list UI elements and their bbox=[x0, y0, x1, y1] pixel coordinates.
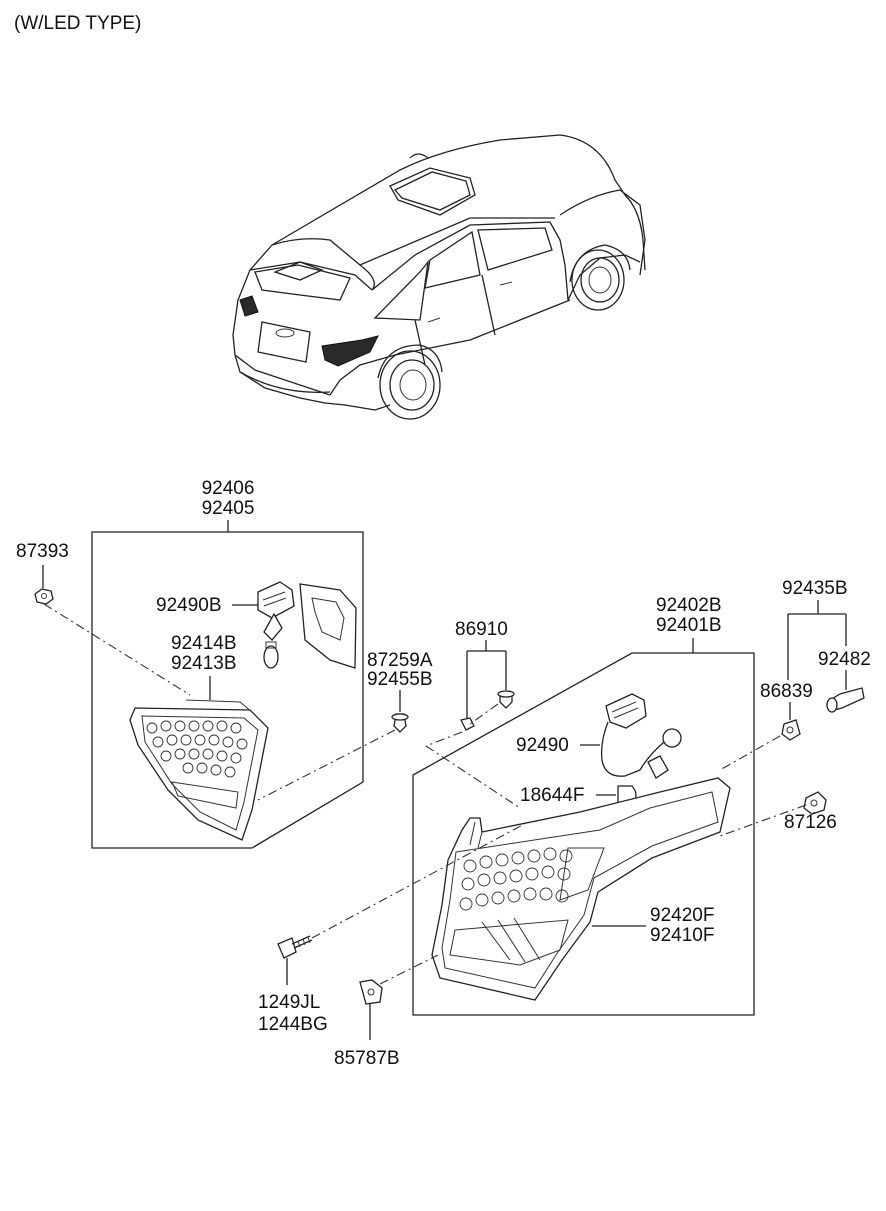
part-label-92420F: 92420F bbox=[650, 905, 715, 926]
right-assembly bbox=[277, 600, 865, 1040]
part-label-87393: 87393 bbox=[16, 541, 69, 562]
vehicle-illustration bbox=[232, 134, 646, 420]
part-label-18644F: 18644F bbox=[520, 785, 585, 806]
part-label-1249JL: 1249JL bbox=[258, 992, 321, 1013]
part-label-1244BG: 1244BG bbox=[258, 1014, 328, 1035]
part-label-85787B: 85787B bbox=[334, 1048, 400, 1069]
part-label-87126: 87126 bbox=[784, 812, 837, 833]
part-label-92413B: 92413B bbox=[171, 653, 237, 674]
part-label-92405: 92405 bbox=[201, 498, 255, 519]
part-label-92482: 92482 bbox=[818, 649, 871, 670]
part-label-86839: 86839 bbox=[760, 681, 813, 702]
part-label-92402B: 92402B bbox=[656, 595, 722, 616]
part-label-92401B: 92401B bbox=[656, 615, 722, 636]
part-label-92490B: 92490B bbox=[156, 595, 222, 616]
part-label-86910: 86910 bbox=[455, 619, 508, 640]
part-label-92406: 92406 bbox=[201, 478, 255, 499]
left-assembly bbox=[34, 520, 409, 849]
part-label-87259A: 87259A bbox=[367, 650, 433, 671]
part-label-92435B: 92435B bbox=[782, 578, 848, 599]
part-label-92414B: 92414B bbox=[171, 633, 237, 654]
part-label-92410F: 92410F bbox=[650, 925, 715, 946]
part-label-92455B: 92455B bbox=[367, 669, 433, 690]
diagram-title: (W/LED TYPE) bbox=[14, 13, 142, 34]
part-label-92490: 92490 bbox=[516, 735, 569, 756]
